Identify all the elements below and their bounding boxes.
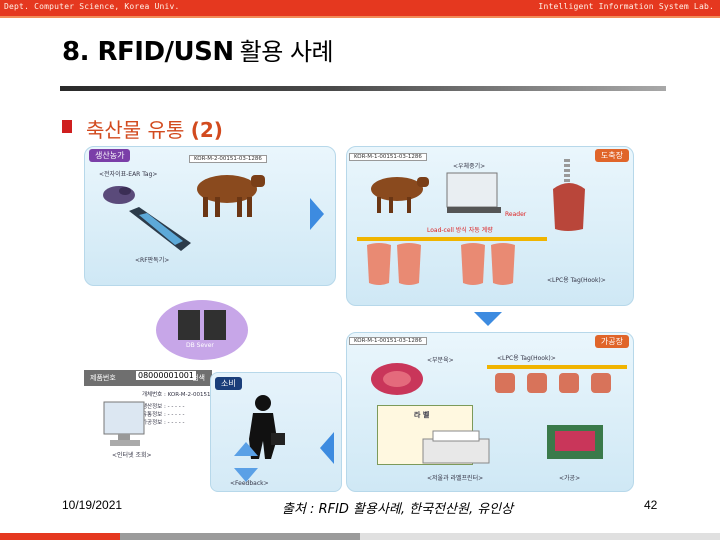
ear-tag-label: <전자이표-EAR Tag> [99, 171, 158, 178]
header-accent-line [0, 16, 720, 18]
feedback-label: <Feedback> [230, 480, 269, 487]
feedback-arrows-icon [234, 442, 258, 482]
processing-rfid-code: KOR-M-1-00151-03-1286 [349, 337, 427, 345]
result-line: 개체번호 : KOR-M-2-00151-03-1286 [142, 392, 236, 398]
page-title-main: 8. RFID/USN [62, 37, 234, 67]
farm-rfid-code: KOR-M-2-00151-03-1286 [189, 155, 267, 163]
label-printer-title: 라 벨 [414, 411, 430, 419]
farm-panel: 생산농가 KOR-M-2-00151-03-1286 <전자이표-EAR Tag… [84, 146, 336, 286]
db-server-label: DB Sever [186, 342, 214, 349]
farm-tag: 생산농가 [89, 149, 131, 162]
footer-bar-red-segment [0, 533, 120, 540]
footer-date: 10/19/2021 [62, 498, 123, 512]
weighing-scale-icon [446, 172, 501, 213]
slaughter-tag: 도축장 [594, 149, 629, 162]
internet-lookup-label: <인터넷 조회> [112, 452, 152, 459]
product-search-bar: 제품번호 08000001001 검색 [84, 370, 212, 386]
product-number-field: 08000001001 [136, 371, 196, 380]
processing-hook-label: <LPC용 Tag(Hook)> [497, 355, 556, 362]
section-subtitle: 축산물 유통 (2) [86, 114, 223, 143]
subtitle-text: 축산물 유통 [86, 118, 185, 142]
title-divider [60, 86, 666, 91]
slaughter-hook-label: <LPC용 Tag(Hook)> [547, 277, 606, 284]
weigh-label: <저울과 라벨프린터> [427, 475, 484, 482]
rf-reader-icon [129, 207, 191, 251]
weighing-scale-printer-icon [422, 430, 490, 464]
footer-source: 출처 : RFID 활용사례, 한국전산원, 유인상 [282, 502, 514, 517]
rf-reader-label: <RF판독기> [135, 257, 170, 264]
search-button: 검색 [192, 374, 205, 382]
cut-meat-label: <부분육> [427, 357, 454, 364]
livestock-distribution-figure: 생산농가 KOR-M-2-00151-03-1286 <전자이표-EAR Tag… [84, 142, 636, 492]
slaughter-cow-icon [371, 177, 429, 213]
hanging-carcass-icon [553, 159, 585, 231]
processing-rail [487, 365, 627, 369]
consumer-tag: 소비 [215, 377, 242, 390]
footer-bar-gray-segment [120, 533, 360, 540]
computer-monitor-icon [103, 401, 145, 446]
cow-icon [197, 175, 265, 217]
header-bar: Dept. Computer Science, Korea Univ. Inte… [0, 0, 720, 16]
processing-tag: 가공장 [594, 335, 629, 348]
cut-meat-icon [371, 363, 423, 395]
scale-label: <우체중기> [453, 163, 486, 170]
info-line-1: 생산정보 : - - - - - [142, 404, 185, 410]
page-number: 42 [644, 498, 658, 512]
meat-carcasses-icon [367, 243, 515, 285]
bullet-icon [62, 120, 72, 133]
flow-arrow-down-icon [474, 312, 502, 326]
subtitle-number: (2) [190, 118, 223, 142]
packaged-meat-icon [547, 425, 603, 459]
consumer-person-icon [249, 395, 285, 459]
flow-arrow-left-icon [320, 432, 334, 464]
product-number-label: 제품번호 [90, 374, 116, 382]
slaughter-rail [357, 237, 547, 241]
loadcell-label: Load-cell 방식 자동 계량 [427, 227, 493, 234]
processing-panel: KOR-M-1-00151-03-1286 가공장 <부분육> <LPC용 Ta… [346, 332, 634, 492]
footer-bar [0, 533, 720, 540]
flow-arrow-right-icon [310, 198, 324, 230]
process-label: <가공> [559, 475, 581, 482]
header-left-text: Dept. Computer Science, Korea Univ. [4, 2, 180, 11]
reader-label: Reader [505, 211, 527, 218]
header-right-text: Intelligent Information System Lab. [538, 2, 714, 11]
slaughter-rfid-code: KOR-M-1-00151-03-1286 [349, 153, 427, 161]
ear-tag-icon [103, 186, 135, 204]
info-line-2: 유통정보 : - - - - - [142, 412, 185, 418]
info-line-3: 가공정보 : - - - - - [142, 420, 185, 426]
search-result-block: 개체번호 : KOR-M-2-00151-03-1286 생산정보 : - - … [142, 390, 262, 434]
hanging-meat-icon [495, 373, 611, 393]
consumer-panel: 소비 [210, 372, 342, 492]
slaughter-panel: KOR-M-1-00151-03-1286 도축장 <우체중기> Reader … [346, 146, 634, 306]
page-title-korean: 활용 사례 [239, 38, 334, 66]
db-server-cloud-icon [156, 300, 248, 360]
